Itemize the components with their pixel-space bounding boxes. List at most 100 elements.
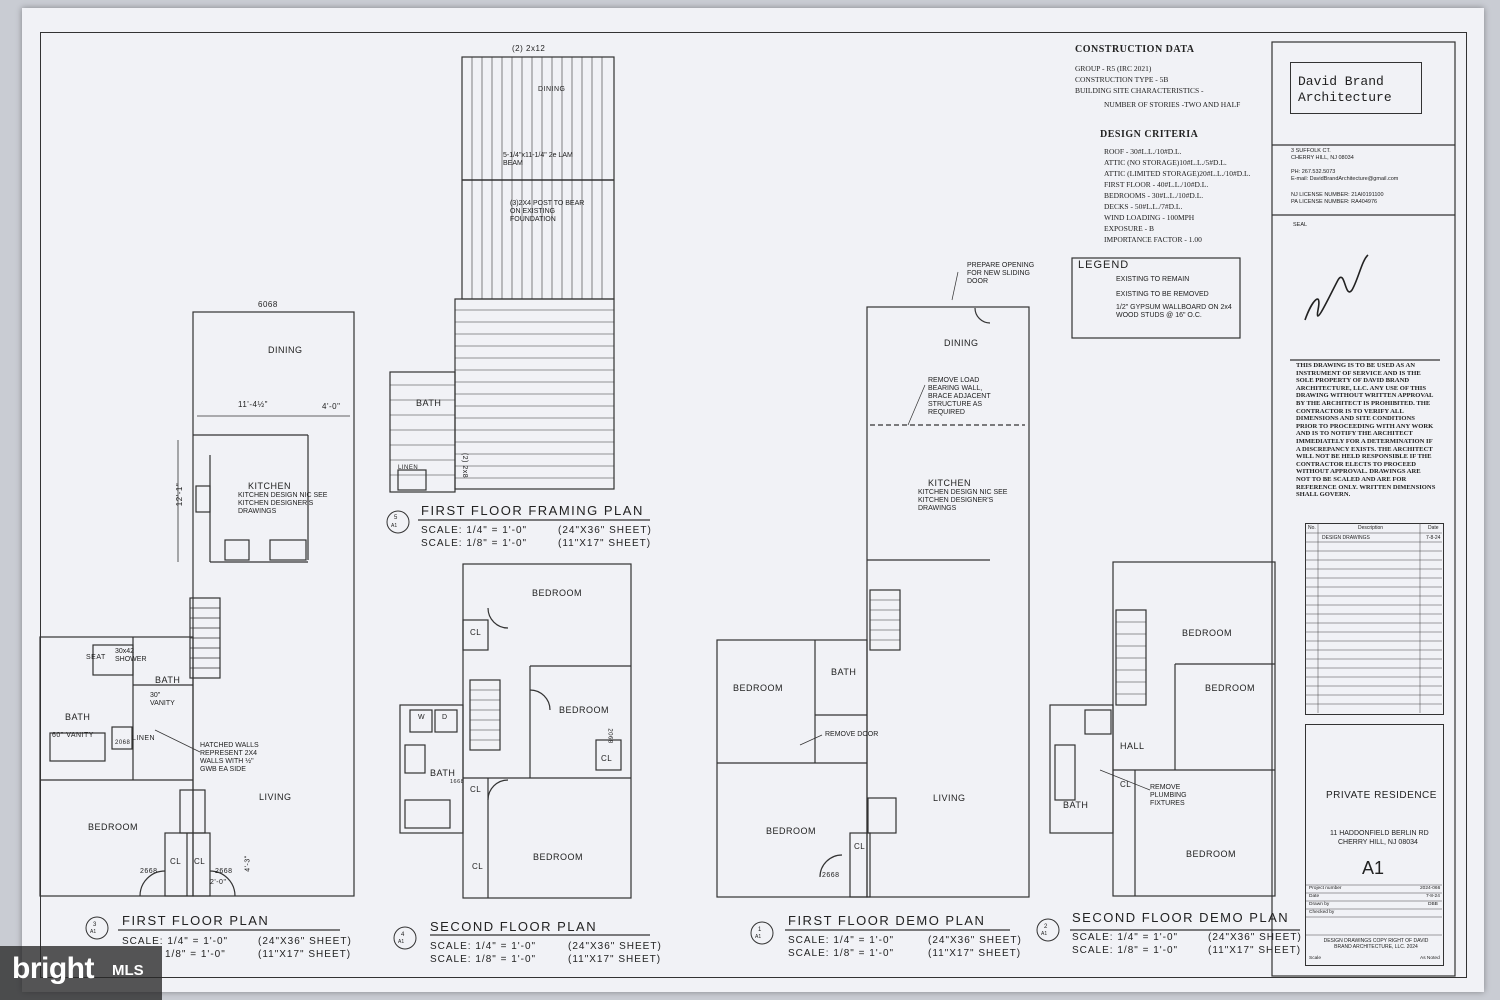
room-label-kitchen: KITCHEN [248, 481, 292, 491]
first-floor-demo-outline [866, 306, 1030, 898]
sheet-size: (11"X17" SHEET) [258, 949, 352, 960]
construction-data-line: NUMBER OF STORIES -TWO AND HALF [1104, 100, 1241, 109]
room-label-dining: DINING [944, 338, 979, 348]
construction-data-line: GROUP - R5 (IRC 2021) [1075, 64, 1152, 73]
kitchen-note: KITCHEN DESIGN NIC SEE KITCHEN DESIGNER'… [918, 489, 1008, 512]
dimension: 4'-3" [244, 855, 252, 872]
dimension: 4'-0" [322, 402, 341, 411]
detail-sheet: A1 [398, 939, 405, 945]
room-label-bedroom: BEDROOM [532, 588, 583, 598]
closet-label: CL [854, 842, 866, 851]
nj-license: NJ LICENSE NUMBER: 21AI0191100 [1291, 192, 1384, 198]
legend-heading: LEGEND [1078, 259, 1130, 271]
room-label-bath: BATH [1063, 800, 1089, 810]
detail-sheet: A1 [90, 929, 97, 935]
project-address: CHERRY HILL, NJ 08034 [1338, 839, 1418, 846]
door-tag: 2668 [140, 868, 158, 875]
scale-line: SCALE: 1/4" = 1'-0" [122, 936, 229, 947]
rev-date: 7-8-24 [1426, 535, 1441, 541]
room-label-hall: HALL [1120, 741, 1145, 751]
closet-label: CL [194, 857, 206, 866]
detail-number: 5 [394, 515, 398, 521]
revision-table [1305, 523, 1444, 715]
scale-line: SCALE: 1/4" = 1'-0" [430, 941, 537, 952]
firm-name: Architecture [1298, 90, 1392, 105]
room-label-bedroom: BEDROOM [1205, 683, 1256, 693]
room-label-bath: BATH [416, 398, 442, 408]
sheet-number: A1 [1362, 858, 1385, 878]
closet-label: CL [472, 862, 484, 871]
closet-label: CL [601, 754, 613, 763]
project-name: PRIVATE RESIDENCE [1326, 790, 1437, 801]
fixture-label: W [418, 714, 426, 721]
sheet-size: (11"X17" SHEET) [558, 538, 652, 549]
room-label-kitchen: KITCHEN [928, 478, 972, 488]
door-tag: 6068 [258, 300, 278, 309]
dimension: 12'-1" [175, 482, 185, 507]
sheet-size: (11"X17" SHEET) [928, 948, 1022, 959]
dimension: 2'-0" [210, 879, 227, 886]
room-label-bath: BATH [831, 667, 857, 677]
sheet-size: (11"X17" SHEET) [1208, 945, 1302, 956]
fixture-label: LINEN [398, 465, 419, 471]
scale-line: 1/8" = 1'-0" [165, 949, 226, 960]
scale-line: SCALE: 1/8" = 1'-0" [430, 954, 537, 965]
architect-signature [1304, 254, 1369, 321]
room-label-bedroom: BEDROOM [1186, 849, 1237, 859]
info-label: Checked by [1309, 910, 1335, 915]
sheet-size: (24"X36" SHEET) [558, 525, 652, 536]
room-label-bedroom: BEDROOM [733, 683, 784, 693]
seal-label: SEAL [1293, 222, 1308, 228]
door-tag: 1668 [450, 779, 465, 785]
copyright-text: DESIGN DRAWINGS COPY RIGHT OF DAVID BRAN… [1323, 938, 1429, 950]
info-value: DBB [1428, 902, 1438, 907]
drawing-sheet [22, 8, 1484, 992]
framing-label: (2) 2x12 [512, 44, 546, 53]
demo-note-remove-door: REMOVE DOOR [825, 731, 879, 738]
firm-phone: PH: 267.532.5073 [1291, 169, 1336, 175]
room-label-bedroom: BEDROOM [88, 822, 139, 832]
detail-number: 4 [401, 932, 405, 938]
demo-note-remove-wall: REMOVE LOAD BEARING WALL, BRACE ADJACENT… [928, 377, 991, 416]
door-tag: 2068 [115, 740, 131, 746]
construction-data-line: CONSTRUCTION TYPE - 5B [1075, 75, 1169, 84]
legend-item: 1/2" GYPSUM WALLBOARD ON 2x4 WOOD STUDS … [1116, 304, 1232, 319]
project-info-box [1305, 724, 1444, 966]
design-criteria-line: ROOF - 30#L.L./10#D.L. [1104, 147, 1182, 156]
firm-name: David Brand [1298, 74, 1384, 89]
sheet-size: (24"X36" SHEET) [258, 936, 352, 947]
second-floor-demo-plan-title: SECOND FLOOR DEMO PLAN [1072, 910, 1290, 925]
fixture-label: 30x42 SHOWER [115, 648, 147, 663]
sheet-size: (11"X17" SHEET) [568, 954, 662, 965]
info-label: Date [1309, 894, 1320, 899]
design-criteria-line: ATTIC (NO STORAGE)10#L.L./5#D.L. [1104, 158, 1227, 167]
legend-item: EXISTING TO BE REMOVED [1116, 291, 1209, 298]
legend-item: EXISTING TO REMAIN [1116, 276, 1190, 283]
second-floor-plan-title: SECOND FLOOR PLAN [430, 919, 598, 934]
firm-logo-box [1290, 62, 1422, 114]
sheet-size: (24"X36" SHEET) [928, 935, 1022, 946]
info-value: 7-8-24 [1426, 894, 1440, 899]
info-label: Project number [1309, 886, 1342, 891]
fixture-label: 30" VANITY [150, 692, 175, 707]
watermark-brand: bright [12, 952, 94, 985]
detail-sheet: A1 [1041, 931, 1048, 937]
door-tag: 2068 [606, 728, 613, 744]
room-label-bedroom: BEDROOM [559, 705, 610, 715]
door-tag: 2668 [822, 872, 840, 879]
hatched-walls-note: HATCHED WALLS REPRESENT 2X4 WALLS WITH ½… [200, 742, 259, 773]
fixture-label: 60" VANITY [52, 732, 94, 739]
framing-label: (2) 2x8 [461, 452, 469, 479]
dimension: 11'-4½" [238, 400, 268, 409]
rev-header: No. [1308, 525, 1316, 531]
room-label-living: LIVING [933, 793, 966, 803]
room-label-bath: BATH [65, 712, 91, 722]
room-label-bath: BATH [155, 675, 181, 685]
detail-number: 1 [758, 927, 762, 933]
detail-number: 3 [93, 922, 97, 928]
demo-note-remove-fixtures: REMOVE PLUMBING FIXTURES [1150, 784, 1187, 807]
room-label-dining: DINING [268, 345, 303, 355]
framing-plan-title: FIRST FLOOR FRAMING PLAN [421, 503, 644, 518]
